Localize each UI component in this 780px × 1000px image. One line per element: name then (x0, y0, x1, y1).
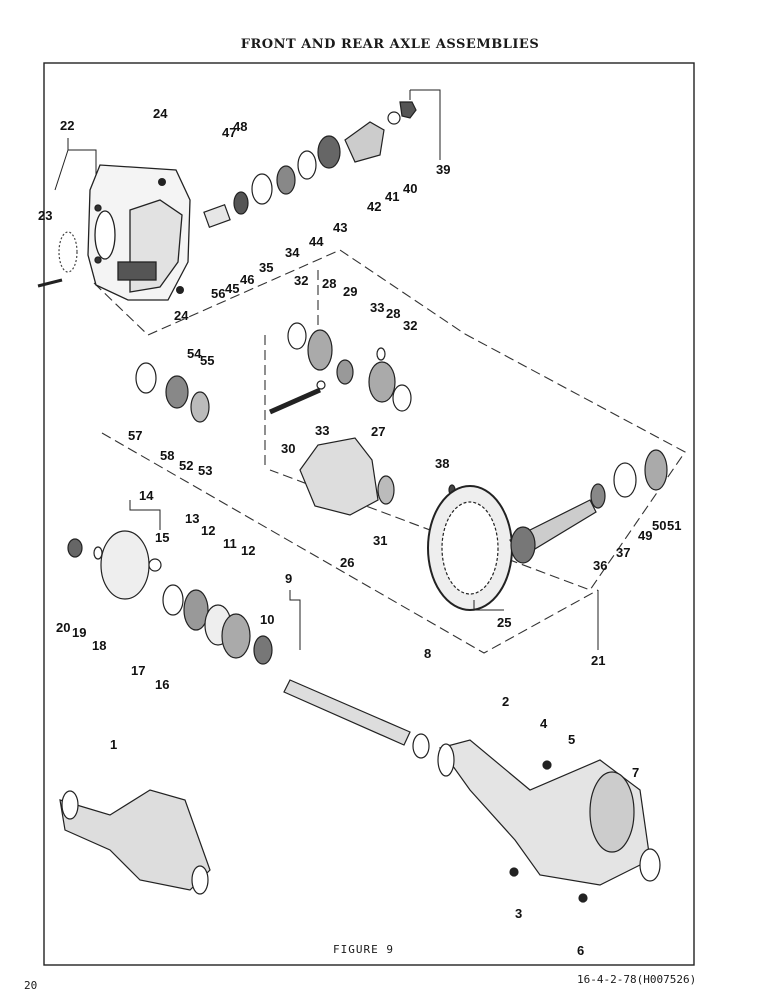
callout-25: 25 (497, 615, 511, 630)
callout-34: 34 (285, 245, 300, 260)
callout-6: 6 (577, 943, 584, 958)
callout-36: 36 (593, 558, 607, 573)
callout-14: 14 (139, 488, 154, 503)
callout-26: 26 (340, 555, 354, 570)
callout-27: 27 (371, 424, 385, 439)
page-number: 20 (24, 979, 38, 992)
differential-carrier-drawing (87, 164, 191, 301)
callout-48: 48 (233, 119, 247, 134)
callout-52: 52 (179, 458, 193, 473)
callout-12a: 12 (201, 523, 215, 538)
callout-4: 4 (540, 716, 548, 731)
callout-31: 31 (373, 533, 387, 548)
callout-42: 42 (367, 199, 381, 214)
callout-35: 35 (259, 260, 273, 275)
callout-47: 47 (222, 125, 236, 140)
callout-50: 50 (652, 518, 666, 533)
callout-51: 51 (667, 518, 681, 533)
callout-49: 49 (638, 528, 652, 543)
callout-24b: 24 (174, 308, 189, 323)
side-bearing-stack (135, 362, 210, 423)
callout-32b: 32 (403, 318, 417, 333)
callout-54: 54 (187, 346, 202, 361)
callout-12b: 12 (241, 543, 255, 558)
callout-41: 41 (385, 189, 399, 204)
callout-56: 56 (211, 286, 225, 301)
callout-13: 13 (185, 511, 199, 526)
callout-44: 44 (309, 234, 324, 249)
callout-2: 2 (502, 694, 509, 709)
callout-28b: 28 (386, 306, 400, 321)
plug-24b (176, 286, 184, 294)
callout-40: 40 (403, 181, 417, 196)
callout-29: 29 (343, 284, 357, 299)
callout-33b: 33 (315, 423, 329, 438)
pinion-bearing-stack (203, 101, 417, 229)
callout-11: 11 (223, 536, 237, 551)
callout-15: 15 (155, 530, 169, 545)
leader-lines (54, 89, 599, 650)
callout-23: 23 (38, 208, 52, 223)
callout-53: 53 (198, 463, 212, 478)
callout-55: 55 (200, 353, 214, 368)
callout-18: 18 (92, 638, 106, 653)
callout-17: 17 (131, 663, 145, 678)
callout-37: 37 (616, 545, 630, 560)
figure-caption: FIGURE 9 (333, 943, 394, 956)
callout-labels: 1 2 3 4 5 6 7 8 9 10 11 12 12 13 14 15 1… (38, 106, 681, 958)
axle-shaft-group (67, 530, 430, 759)
callout-19: 19 (72, 625, 86, 640)
gasket-23 (58, 231, 78, 273)
figure-frame (43, 62, 695, 966)
callout-22: 22 (60, 118, 74, 133)
callout-8: 8 (424, 646, 431, 661)
callout-9: 9 (285, 571, 292, 586)
callout-45: 45 (225, 281, 239, 296)
callout-39: 39 (436, 162, 450, 177)
plug-24a (158, 178, 166, 186)
callout-46: 46 (240, 272, 254, 287)
bolt-23 (37, 278, 63, 288)
differential-gears (268, 322, 412, 415)
callout-3: 3 (515, 906, 522, 921)
callout-58: 58 (160, 448, 174, 463)
callout-20: 20 (56, 620, 70, 635)
document-reference: 16-4-2-78(H007526) (577, 973, 697, 986)
callout-33a: 33 (370, 300, 384, 315)
ring-gear-and-pinion (427, 449, 668, 611)
callout-7: 7 (632, 765, 639, 780)
callout-57: 57 (128, 428, 142, 443)
callout-24a: 24 (153, 106, 168, 121)
callout-1: 1 (110, 737, 117, 752)
callout-10: 10 (260, 612, 274, 627)
callout-32a: 32 (294, 273, 308, 288)
callout-5: 5 (568, 732, 575, 747)
differential-case (299, 437, 456, 516)
callout-28a: 28 (322, 276, 336, 291)
callout-43: 43 (333, 220, 347, 235)
callout-16: 16 (155, 677, 169, 692)
callout-30: 30 (281, 441, 295, 456)
callout-21: 21 (591, 653, 605, 668)
callout-38: 38 (435, 456, 449, 471)
axle-assembly-small (59, 789, 211, 895)
page-title: FRONT AND REAR AXLE ASSEMBLIES (240, 37, 540, 52)
axle-housing-large (437, 739, 661, 903)
